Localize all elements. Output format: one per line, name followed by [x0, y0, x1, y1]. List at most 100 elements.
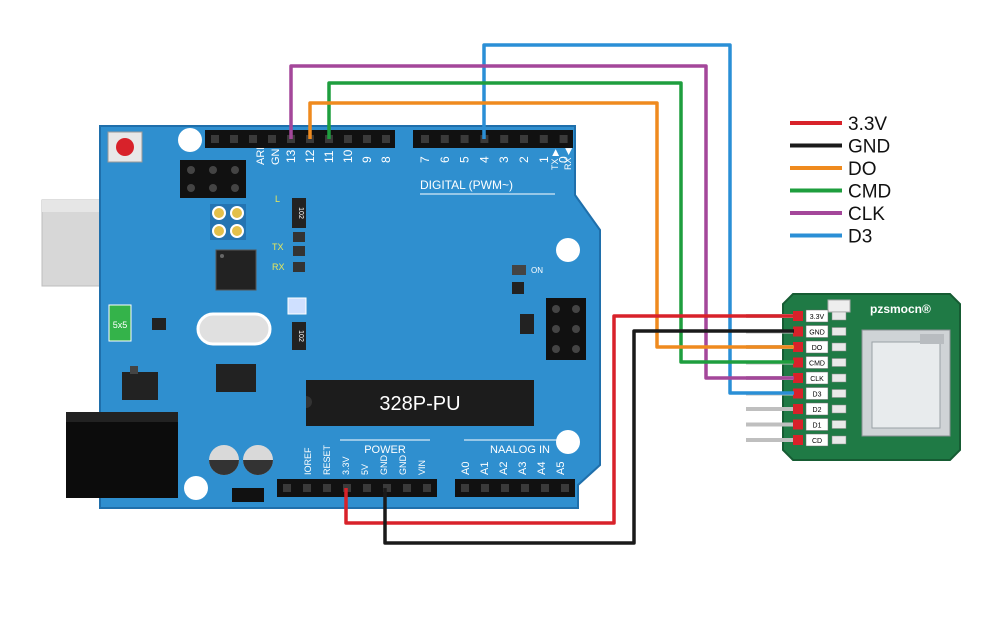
- pin-label: A0: [460, 462, 472, 475]
- wire-33v: [344, 314, 794, 525]
- smd-resistor: [831, 358, 847, 367]
- smd-component: [152, 318, 166, 330]
- module-pin-label: CD: [812, 438, 822, 445]
- module-pin-pad: [793, 311, 803, 321]
- led-tx-label: TX: [272, 242, 284, 252]
- header-pin: [423, 484, 431, 492]
- pin-label: 3.3V: [341, 456, 351, 475]
- led-l-label: L: [275, 194, 280, 204]
- module-pin-label-box: [805, 418, 829, 431]
- pin-label: GND: [398, 455, 408, 476]
- on-label: ON: [531, 266, 543, 275]
- pin-label: 6: [438, 156, 452, 163]
- pin-label: 0: [557, 156, 571, 163]
- header-pin: [382, 135, 390, 143]
- header-pin: [559, 135, 568, 143]
- digital-label: DIGITAL (PWM~): [420, 178, 513, 192]
- pin-label: A1: [479, 462, 491, 475]
- pin-label: VIN: [417, 460, 427, 475]
- legend-label: 3.3V: [848, 114, 887, 135]
- digital-header-left: [205, 130, 395, 148]
- power-header: [277, 479, 437, 497]
- smd-component: [520, 314, 534, 334]
- header-pin: [230, 135, 238, 143]
- wire-gnd: [383, 329, 794, 545]
- module-pin-label: 3.3V: [810, 314, 825, 321]
- wire-clk: [289, 64, 794, 380]
- legend-label: DO: [848, 159, 877, 180]
- module-brand: pzsmocn®: [870, 302, 931, 316]
- legend-label: D3: [848, 227, 872, 248]
- header-pin: [501, 484, 509, 492]
- led-l: [293, 232, 305, 242]
- module-pin-pad: [793, 326, 803, 337]
- digital-header-right: [413, 130, 573, 148]
- header-pin: [249, 135, 257, 143]
- header-pin: [520, 135, 528, 143]
- resistor: [292, 322, 306, 350]
- pin-label: A5: [555, 462, 567, 475]
- module-pin-label-box: [805, 356, 829, 369]
- smd-resistor: [831, 435, 847, 445]
- icsp-header-top: [180, 160, 246, 198]
- header-pin: [363, 484, 371, 492]
- capacitors: [209, 445, 273, 475]
- header-pin: [344, 135, 352, 143]
- smd-resistor: [831, 373, 847, 383]
- legend-label: GND: [848, 137, 890, 158]
- pin-label: A3: [517, 462, 529, 475]
- pin-label: 4: [477, 156, 491, 163]
- sd-card-slot: [861, 329, 951, 437]
- module-pin-label-box: [805, 402, 829, 416]
- analog-label: NAALOG IN: [490, 444, 550, 456]
- header-pin: [268, 135, 276, 143]
- usb-interface-chip: [215, 249, 257, 291]
- pin-label: 3: [497, 156, 511, 163]
- atmega-chip: 328P-PU: [306, 380, 534, 426]
- smd-resistor: [831, 327, 847, 336]
- pin-label: GND: [379, 455, 389, 476]
- module-pin-label: CMD: [809, 361, 825, 368]
- fuse: [108, 304, 132, 342]
- gold-pads: [210, 204, 246, 240]
- pin-label: 7: [418, 156, 432, 163]
- header-pin: [539, 135, 548, 143]
- pin-label: 5: [458, 156, 472, 163]
- smd-diode: [232, 488, 264, 502]
- module-pin-label: D2: [813, 407, 822, 414]
- pin-label: 2: [517, 156, 531, 163]
- smd-resistor: [831, 311, 847, 321]
- module-header-pin: [746, 422, 796, 427]
- header-pin: [283, 484, 291, 492]
- smd-resistor: [831, 404, 847, 414]
- header-pin: [561, 484, 569, 492]
- wire-do: [308, 101, 794, 349]
- on-led: [512, 265, 526, 275]
- header-pin: [460, 135, 469, 143]
- module-header-pin: [746, 438, 796, 442]
- crystal-oscillator: [196, 312, 272, 346]
- header-pin: [500, 135, 509, 143]
- voltage-regulator: [122, 372, 158, 400]
- module-pin-label: GND: [809, 330, 825, 337]
- pin-label: 1: [537, 156, 551, 163]
- pin-label: 8: [379, 156, 393, 163]
- icsp-header-right: [546, 298, 586, 360]
- smd-resistor: [831, 342, 847, 352]
- header-pin: [303, 484, 311, 492]
- legend-label: CMD: [848, 182, 891, 203]
- led-rx: [293, 262, 305, 272]
- module-pin-pad: [793, 419, 803, 430]
- fuse-label: 5x5: [113, 320, 128, 330]
- pin-label: 9: [360, 156, 374, 163]
- smd-resistor: [831, 389, 847, 398]
- module-pin-pad: [793, 342, 803, 352]
- header-pin: [521, 484, 529, 492]
- module-pin-label: CLK: [810, 376, 824, 383]
- wire-d3: [482, 43, 794, 395]
